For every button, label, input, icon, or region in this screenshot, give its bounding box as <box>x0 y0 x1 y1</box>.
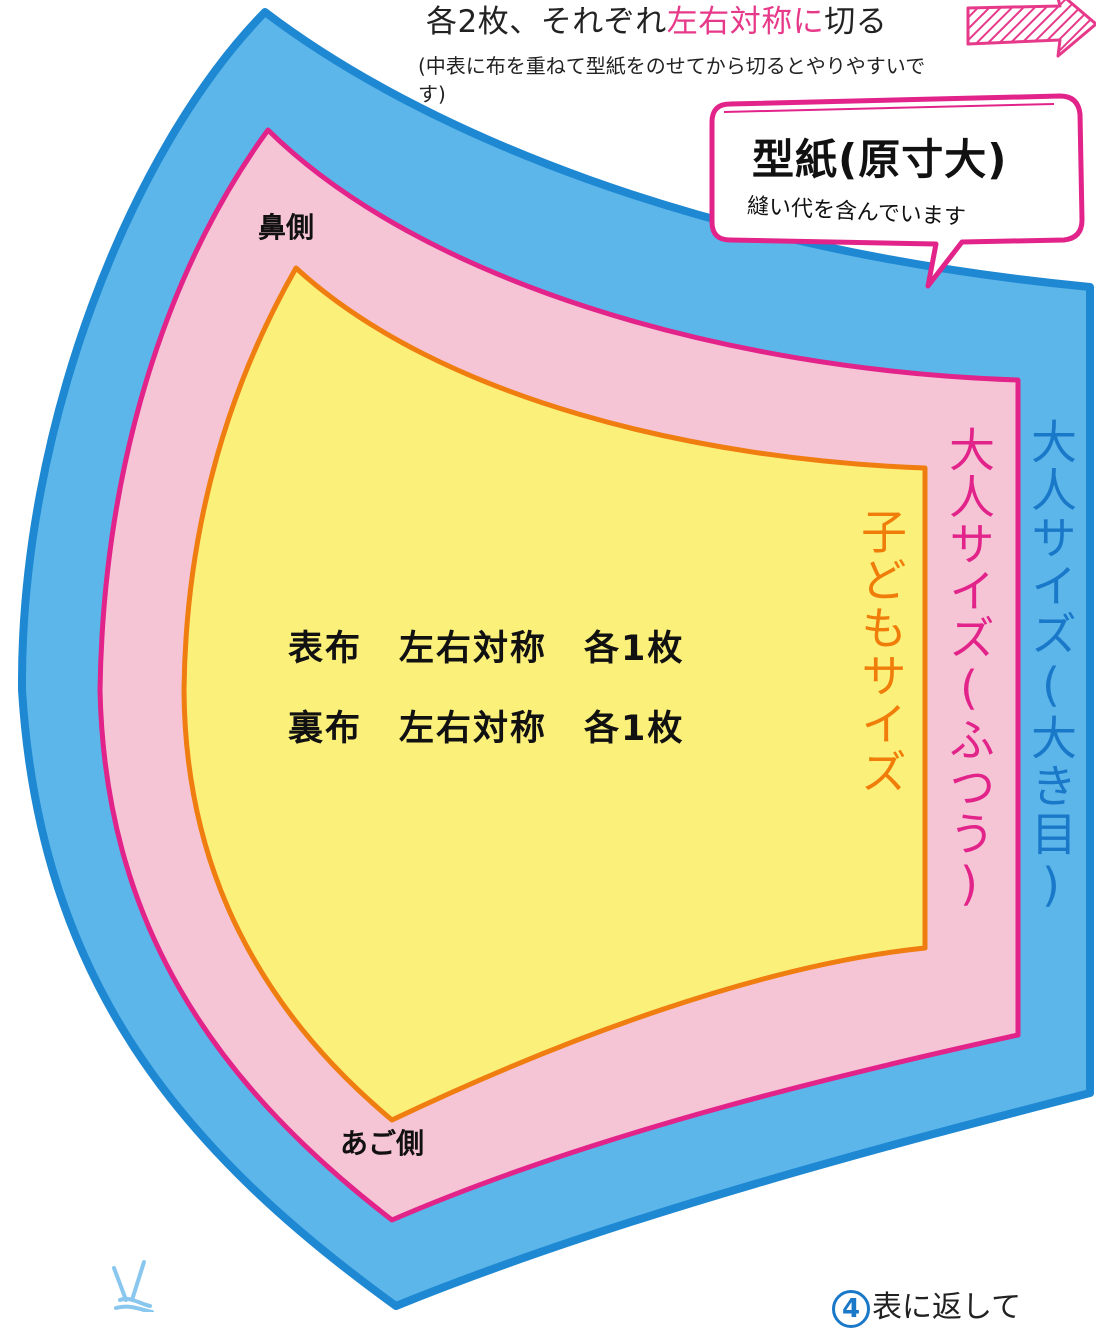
nose-side-label: 鼻側 <box>258 211 315 244</box>
outer-fabric-label: 表布 左右対称 各1枚 <box>288 629 685 669</box>
bubble-title: 型紙(原寸大) <box>752 135 1008 184</box>
large-size-label: 大人サイズ(大き目) <box>1024 418 1078 914</box>
hatched-arrow-icon <box>966 0 1096 58</box>
adult-size-label: 大人サイズ(ふつう) <box>942 426 996 912</box>
child-size-outline <box>181 265 928 1123</box>
step-text: 表に返して <box>872 1290 1022 1325</box>
child-size-label: 子どもサイズ <box>854 508 908 796</box>
cut-instruction: 各2枚、それぞれ左右対称に切る <box>426 0 887 41</box>
speech-bubble <box>709 93 1085 289</box>
instruction-suffix: 切る <box>824 4 888 40</box>
cut-note: (中表に布を重ねて型紙をのせてから切るとやりやすいです) <box>418 54 926 106</box>
lining-fabric-label: 裏布 左右対称 各1枚 <box>288 709 685 749</box>
instruction-prefix: 各2枚、それぞれ <box>426 4 667 40</box>
cord-icon <box>112 1260 154 1312</box>
step-number-badge: 4 <box>832 1290 870 1328</box>
instruction-highlight: 左右対称に <box>666 4 825 40</box>
chin-side-label: あご側 <box>340 1127 425 1160</box>
